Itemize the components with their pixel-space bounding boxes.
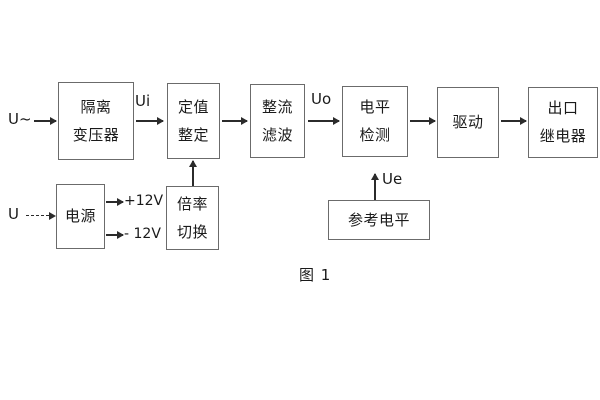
block-power-supply: 电源 <box>56 184 105 249</box>
block-rectify-filter-line-2: 滤波 <box>261 125 293 144</box>
arrow-drive-to-output-relay <box>501 120 526 122</box>
power-rail-negative-label: - 12V <box>124 226 161 242</box>
arrow-rectify-filter-to-level-detect <box>308 120 339 122</box>
block-drive-line-1: 驱动 <box>452 113 484 131</box>
arrow-level-detect-to-drive <box>410 120 435 122</box>
block-multiplier-switch-line-2: 切换 <box>176 222 208 241</box>
block-level-detect-line-2: 检测 <box>359 126 391 144</box>
dc-input-label: U <box>8 205 19 223</box>
block-drive: 驱动 <box>437 87 499 158</box>
arrow-power-supply-positive-rail <box>106 201 123 203</box>
block-output-relay: 出口 继电器 <box>528 87 598 158</box>
arrow-power-supply-negative-rail <box>106 234 123 236</box>
block-isolation-transformer: 隔离 变压器 <box>58 82 134 160</box>
block-multiplier-switch: 倍率 切换 <box>166 186 219 250</box>
block-output-relay-line-2: 继电器 <box>539 127 587 145</box>
arrow-multiplier-switch-to-setpoint-adjust <box>192 161 194 186</box>
block-isolation-transformer-line-2: 变压器 <box>72 125 120 144</box>
block-level-detect-line-1: 电平 <box>359 98 391 116</box>
block-setpoint-adjust: 定值 整定 <box>167 83 220 159</box>
figure-caption: 图 1 <box>299 266 332 284</box>
block-level-detect: 电平 检测 <box>342 86 408 157</box>
block-reference-level-line-1: 参考电平 <box>347 210 410 229</box>
arrow-isolation-transformer-to-setpoint-adjust <box>136 120 163 122</box>
signal-label-uo: Uo <box>311 90 332 108</box>
block-multiplier-switch-line-1: 倍率 <box>176 194 208 213</box>
arrow-setpoint-adjust-to-rectify-filter <box>222 120 247 122</box>
block-rectify-filter-line-1: 整流 <box>261 97 293 116</box>
block-rectify-filter: 整流 滤波 <box>250 84 305 158</box>
arrow-dc-input-to-power-supply <box>26 215 54 216</box>
signal-label-ue: Ue <box>382 170 403 188</box>
signal-label-ui: Ui <box>135 92 151 110</box>
block-power-supply-line-1: 电源 <box>64 207 96 225</box>
block-isolation-transformer-line-1: 隔离 <box>80 97 112 116</box>
block-reference-level: 参考电平 <box>328 200 430 240</box>
ac-input-label: U~ <box>8 110 32 128</box>
arrow-ac-input-to-isolation-transformer <box>34 120 56 122</box>
block-output-relay-line-1: 出口 <box>547 99 579 117</box>
block-setpoint-adjust-line-1: 定值 <box>177 97 209 116</box>
block-setpoint-adjust-line-2: 整定 <box>177 125 209 144</box>
power-rail-positive-label: +12V <box>124 193 164 209</box>
arrow-reference-level-to-level-detect <box>374 174 376 200</box>
